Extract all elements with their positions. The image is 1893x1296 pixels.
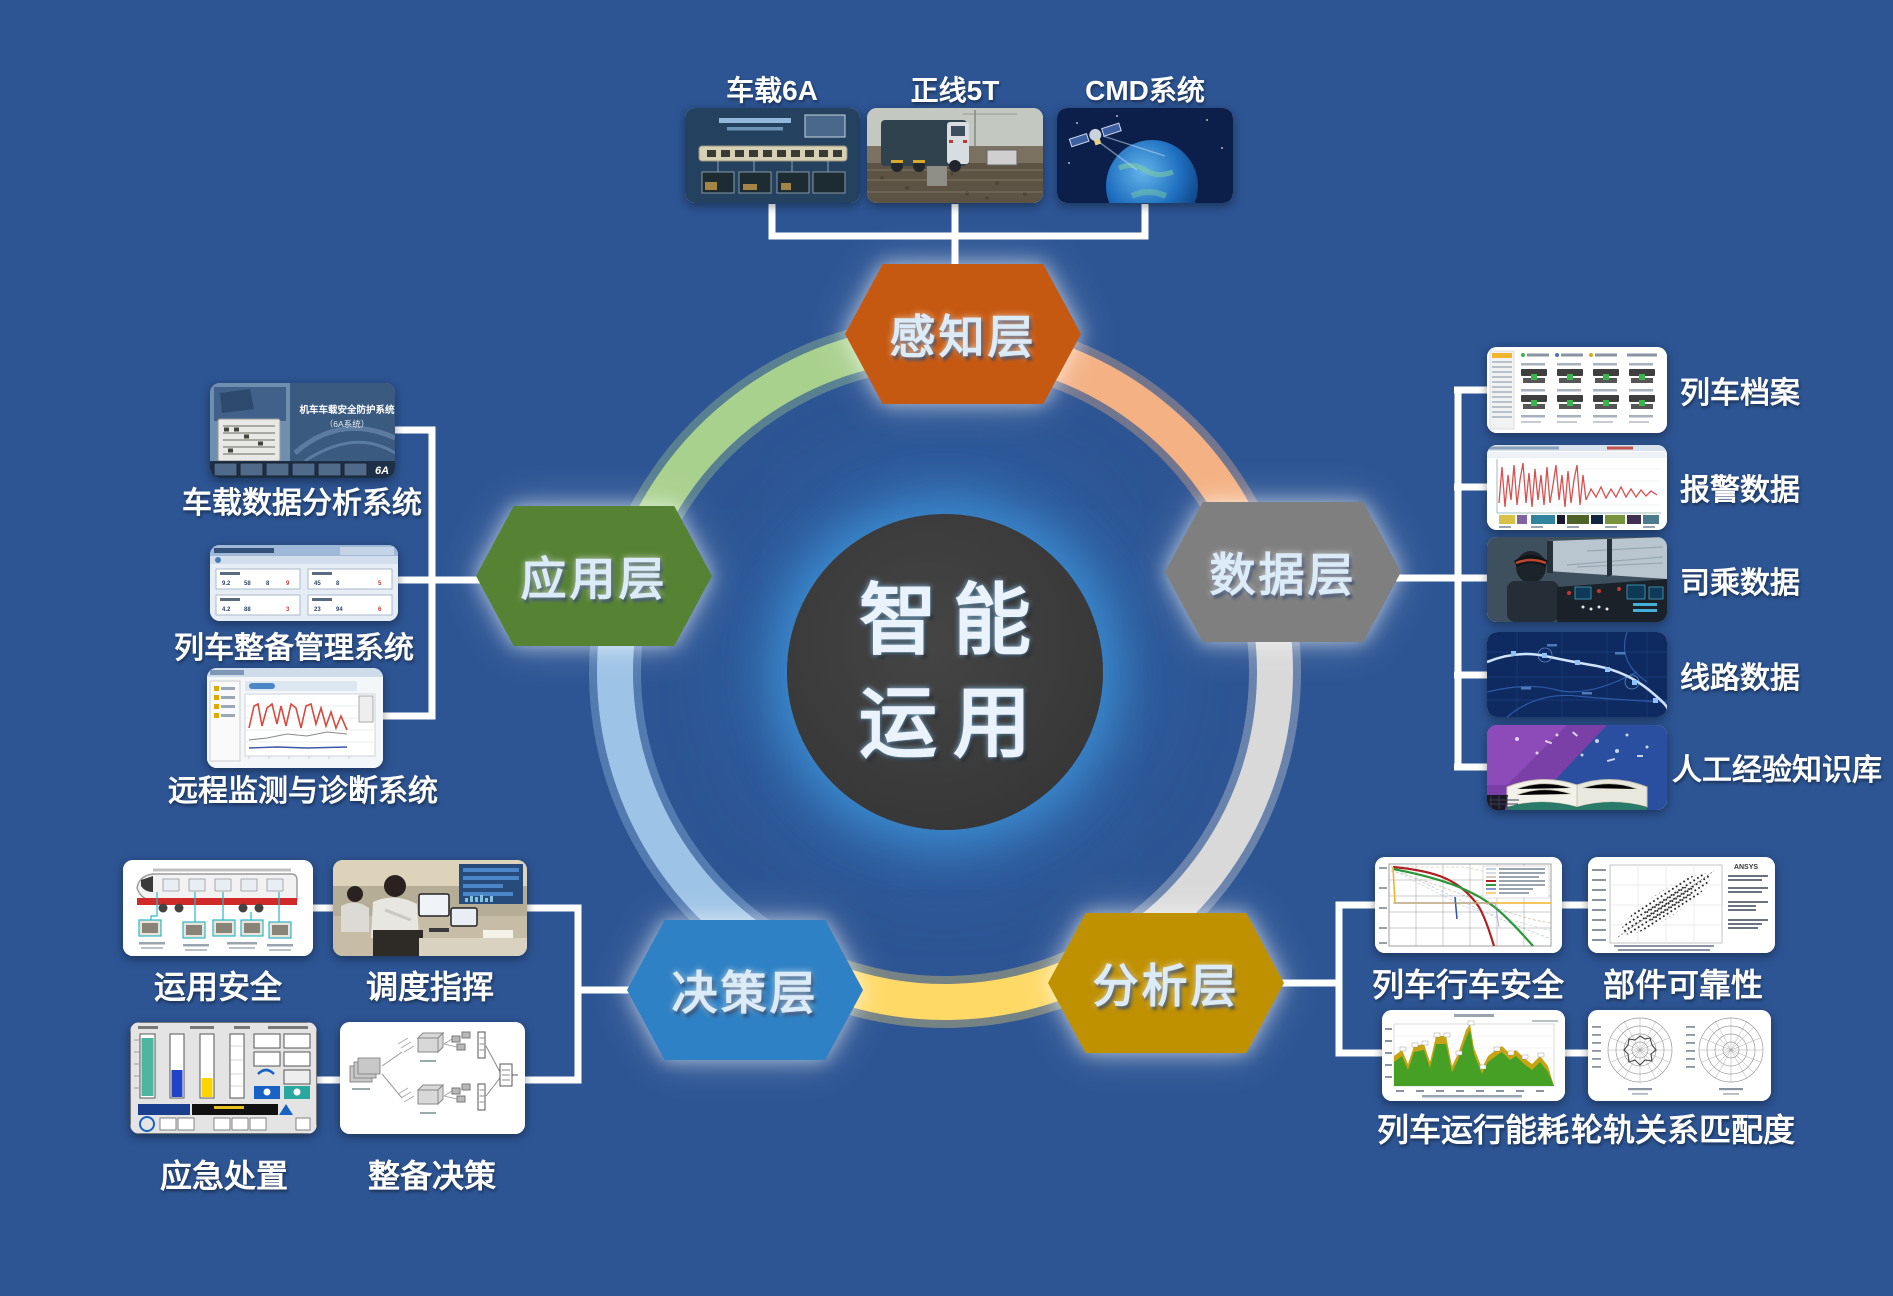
satellite-earth-graphic <box>1057 108 1233 203</box>
svg-text:58: 58 <box>244 581 251 587</box>
train-safety-diagram <box>123 860 313 956</box>
label-train-archive: 列车档案 <box>1680 377 1800 410</box>
decision-flowchart <box>340 1022 525 1134</box>
svg-text:5: 5 <box>378 581 382 587</box>
thumbnail-alarm-data[interactable] <box>1487 445 1667 530</box>
thumbnail-running-safety-chart[interactable] <box>1375 857 1562 953</box>
center-hub: 智能 运用 <box>787 514 1103 830</box>
thumbnail-expert-knowledge-base[interactable] <box>1487 725 1667 810</box>
thumbnail-dispatch-command-photo[interactable] <box>333 860 527 956</box>
alarm-data-chart <box>1487 445 1667 530</box>
analysis-layer-label: 分析层 <box>1092 960 1240 1012</box>
svg-text:9.2: 9.2 <box>222 581 231 587</box>
preparation-management-webui: 9.2 58 8 45 8 4.2 88 23 94 9 5 3 6 <box>210 545 398 621</box>
6a-logo: 6A <box>375 465 389 477</box>
center-title-line2: 运用 <box>858 679 1047 767</box>
thumbnail-driver-data-photo[interactable] <box>1487 537 1667 622</box>
data-layer-label: 数据层 <box>1209 549 1357 601</box>
label-cmd-system: CMD系统 <box>1085 75 1205 106</box>
label-energy-consumption: 列车运行能耗 <box>1376 1112 1570 1148</box>
label-alarm-data: 报警数据 <box>1680 474 1800 507</box>
polar-plots-graphic <box>1588 1010 1771 1101</box>
scatter-header-text: ANSYS <box>1734 864 1758 871</box>
slide-title-text: 机车车载安全防护系统 <box>299 404 395 416</box>
thumbnail-mainline-5t-photo[interactable] <box>867 108 1043 203</box>
thumbnail-operation-safety[interactable] <box>123 860 313 956</box>
label-remote-monitoring-diagnosis-system: 远程监测与诊断系统 <box>168 775 438 808</box>
thumbnail-onboard-6a-image[interactable] <box>685 108 860 203</box>
satellite-icon <box>1068 122 1122 148</box>
svg-text:88: 88 <box>244 607 251 613</box>
hexagon-decision-layer[interactable]: 决策层 <box>627 920 863 1060</box>
thumbnail-line-data-map[interactable] <box>1487 632 1667 717</box>
route-map-graphic <box>1487 632 1667 717</box>
label-onboard-data-analysis-system: 车载数据分析系统 <box>182 487 422 520</box>
svg-text:8: 8 <box>336 581 340 587</box>
svg-text:6: 6 <box>378 607 382 613</box>
knowledge-book-graphic <box>1487 725 1667 810</box>
label-component-reliability: 部件可靠性 <box>1602 967 1764 1003</box>
label-dispatch-command: 调度指挥 <box>365 969 495 1005</box>
open-book-icon <box>1506 778 1648 810</box>
label-emergency-response: 应急处置 <box>159 1158 289 1194</box>
operator-figures <box>341 875 423 956</box>
svg-text:8: 8 <box>266 581 270 587</box>
hexagon-data-layer[interactable]: 数据层 <box>1165 502 1401 642</box>
train-data-platform-graphic <box>685 108 860 203</box>
reliability-scatter-plot: ANSYS <box>1588 857 1775 953</box>
label-train-preparation-management-system: 列车整备管理系统 <box>174 632 414 665</box>
label-driver-data: 司乘数据 <box>1680 567 1800 600</box>
perception-layer-label: 感知层 <box>889 311 1037 363</box>
thumbnail-train-archive[interactable] <box>1487 347 1667 433</box>
driver-figure <box>1507 551 1559 622</box>
6a-protection-system-slide: 机车车载安全防护系统 （6A系统） 6A <box>210 383 395 478</box>
thumbnail-energy-consumption-chart[interactable] <box>1382 1010 1565 1101</box>
label-operation-safety: 运用安全 <box>153 969 283 1005</box>
thumbnail-preparation-decision[interactable] <box>340 1022 525 1134</box>
label-train-running-safety: 列车行车安全 <box>1371 967 1565 1003</box>
thumbnail-onboard-data-analysis-slide[interactable]: 机车车载安全防护系统 （6A系统） 6A <box>210 383 395 478</box>
svg-text:23: 23 <box>314 607 321 613</box>
label-mainline-5t: 正线5T <box>910 75 1000 106</box>
thumbnail-emergency-response[interactable] <box>130 1022 317 1134</box>
earth-icon <box>1106 140 1198 203</box>
thumbnail-cmd-satellite-image[interactable] <box>1057 108 1233 203</box>
decision-layer-label: 决策层 <box>671 967 819 1019</box>
thumbnail-train-preparation-system[interactable]: 9.2 58 8 45 8 4.2 88 23 94 9 5 3 6 <box>210 545 398 621</box>
slide-subtitle-text: （6A系统） <box>325 419 369 429</box>
svg-text:9: 9 <box>286 581 290 587</box>
svg-text:94: 94 <box>336 607 343 613</box>
energy-area-chart <box>1382 1010 1565 1101</box>
train-archive-ui <box>1487 347 1667 433</box>
hexagon-application-layer[interactable]: 应用层 <box>476 506 712 646</box>
hexagon-perception-layer[interactable]: 感知层 <box>845 264 1081 404</box>
remote-diagnosis-ui <box>207 668 383 768</box>
center-title-line1: 智能 <box>858 576 1047 665</box>
application-layer-label: 应用层 <box>520 553 668 605</box>
label-line-data: 线路数据 <box>1680 662 1800 695</box>
reliability-curves-chart <box>1375 857 1562 953</box>
label-wheel-rail-matching: 轮轨关系匹配度 <box>1570 1112 1796 1148</box>
driver-display-ui <box>130 1022 317 1134</box>
label-onboard-6a: 车载6A <box>726 75 818 106</box>
trackside-locomotive-photo <box>867 108 1043 203</box>
thumbnail-component-reliability-scatter[interactable]: ANSYS <box>1588 857 1775 953</box>
svg-text:4.2: 4.2 <box>222 607 231 613</box>
svg-text:45: 45 <box>314 581 321 587</box>
label-expert-knowledge-base: 人工经验知识库 <box>1672 754 1882 787</box>
label-preparation-decision: 整备决策 <box>367 1158 497 1194</box>
thumbnail-remote-monitoring-system[interactable] <box>207 668 383 768</box>
svg-text:3: 3 <box>286 607 290 613</box>
driver-cab-photo <box>1487 537 1667 622</box>
hexagon-analysis-layer[interactable]: 分析层 <box>1048 913 1284 1053</box>
control-room-photo <box>333 860 527 956</box>
thumbnail-wheel-rail-matching[interactable] <box>1588 1010 1771 1101</box>
